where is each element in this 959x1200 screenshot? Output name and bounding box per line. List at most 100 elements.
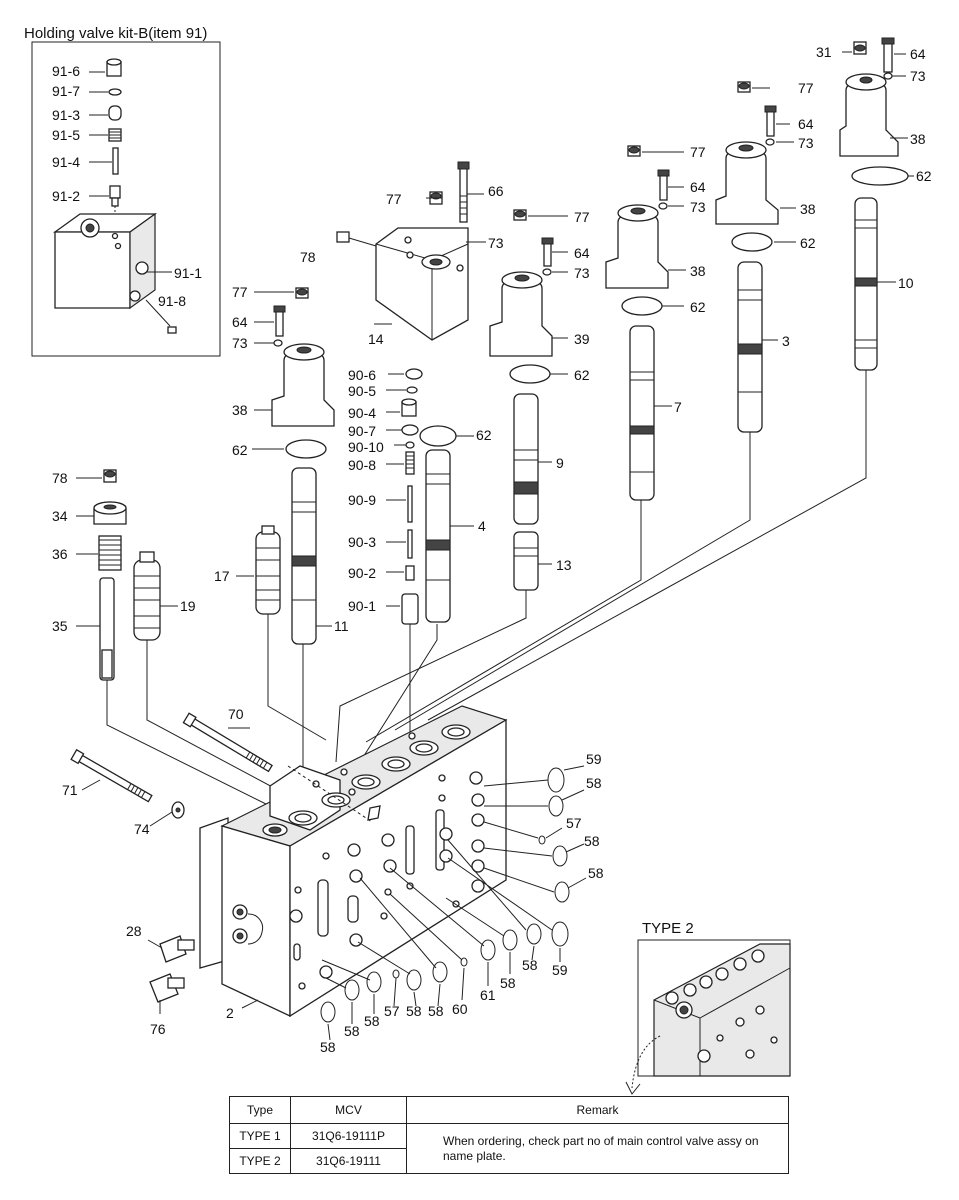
callout-62: 62 bbox=[800, 235, 816, 251]
callout-66: 66 bbox=[488, 183, 504, 199]
callout-34: 34 bbox=[52, 508, 68, 524]
callout-labels: 31 64 73 38 62 10 77 64 73 38 62 3 77 64… bbox=[52, 44, 932, 1055]
callout-58: 58 bbox=[522, 957, 538, 973]
bolts-and-plugs bbox=[70, 712, 273, 1014]
callout-62: 62 bbox=[476, 427, 492, 443]
spool-4-group bbox=[336, 161, 486, 623]
callout-7: 7 bbox=[674, 399, 682, 415]
callout-73: 73 bbox=[574, 265, 590, 281]
label-91-3: 91-3 bbox=[52, 107, 80, 123]
label-91-2: 91-2 bbox=[52, 188, 80, 204]
callout-71: 71 bbox=[62, 782, 78, 798]
callout-61: 61 bbox=[480, 987, 496, 1003]
spool-11-group bbox=[236, 287, 335, 645]
callout-58: 58 bbox=[586, 775, 602, 791]
mcv-cell: 31Q6-19111 bbox=[290, 1148, 407, 1174]
kit-title: Holding valve kit-B(item 91) bbox=[24, 25, 207, 42]
callout-73: 73 bbox=[690, 199, 706, 215]
callout-90-6: 90-6 bbox=[348, 367, 376, 383]
type2-title: TYPE 2 bbox=[642, 920, 694, 937]
callout-90-3: 90-3 bbox=[348, 534, 376, 550]
callout-64: 64 bbox=[690, 179, 706, 195]
callout-90-4: 90-4 bbox=[348, 405, 376, 421]
callout-62: 62 bbox=[232, 442, 248, 458]
kit-90-column bbox=[386, 368, 423, 625]
callout-64: 64 bbox=[910, 46, 926, 62]
callout-64: 64 bbox=[232, 314, 248, 330]
callout-14: 14 bbox=[368, 331, 384, 347]
callout-38: 38 bbox=[910, 131, 926, 147]
header-mcv: MCV bbox=[290, 1096, 407, 1124]
callout-39: 39 bbox=[574, 331, 590, 347]
callout-59: 59 bbox=[552, 962, 568, 978]
type-cell: TYPE 1 bbox=[229, 1123, 291, 1149]
callout-78: 78 bbox=[300, 249, 316, 265]
callout-90-7: 90-7 bbox=[348, 423, 376, 439]
spool-7-group bbox=[605, 145, 686, 501]
callout-38: 38 bbox=[800, 201, 816, 217]
spool-9-group bbox=[489, 209, 568, 591]
callout-77: 77 bbox=[574, 209, 590, 225]
label-91-4: 91-4 bbox=[52, 154, 80, 170]
callout-58: 58 bbox=[406, 1003, 422, 1019]
callout-64: 64 bbox=[798, 116, 814, 132]
callout-9: 9 bbox=[556, 455, 564, 471]
callout-58: 58 bbox=[320, 1039, 336, 1055]
header-type: Type bbox=[229, 1096, 291, 1124]
type-cell: TYPE 2 bbox=[229, 1148, 291, 1174]
remark-cell: When ordering, check part no of main con… bbox=[406, 1123, 789, 1174]
callout-58: 58 bbox=[500, 975, 516, 991]
callout-19: 19 bbox=[180, 598, 196, 614]
callout-28: 28 bbox=[126, 923, 142, 939]
callout-4: 4 bbox=[478, 518, 486, 534]
spool-3-group bbox=[715, 81, 796, 433]
callout-58: 58 bbox=[584, 833, 600, 849]
table-header-row: Type MCV Remark bbox=[229, 1096, 789, 1124]
type2-inset: TYPE 2 bbox=[625, 920, 791, 1095]
callout-17: 17 bbox=[214, 568, 230, 584]
callout-73: 73 bbox=[910, 68, 926, 84]
callout-90-10: 90-10 bbox=[348, 439, 384, 455]
callout-77: 77 bbox=[690, 144, 706, 160]
label-91-6: 91-6 bbox=[52, 63, 80, 79]
callout-62: 62 bbox=[574, 367, 590, 383]
relief-valves-group bbox=[76, 469, 178, 681]
mcv-cell: 31Q6-19111P bbox=[290, 1123, 407, 1149]
callout-58: 58 bbox=[588, 865, 604, 881]
callout-90-8: 90-8 bbox=[348, 457, 376, 473]
callout-70: 70 bbox=[228, 706, 244, 722]
callout-90-5: 90-5 bbox=[348, 383, 376, 399]
callout-77: 77 bbox=[232, 284, 248, 300]
callout-13: 13 bbox=[556, 557, 572, 573]
callout-77: 77 bbox=[798, 80, 814, 96]
callout-35: 35 bbox=[52, 618, 68, 634]
callout-31: 31 bbox=[816, 44, 832, 60]
callout-58: 58 bbox=[428, 1003, 444, 1019]
callout-38: 38 bbox=[690, 263, 706, 279]
callout-58: 58 bbox=[344, 1023, 360, 1039]
callout-2: 2 bbox=[226, 1005, 234, 1021]
callout-73: 73 bbox=[488, 235, 504, 251]
callout-57: 57 bbox=[566, 815, 582, 831]
label-91-1: 91-1 bbox=[174, 265, 202, 281]
label-91-7: 91-7 bbox=[52, 83, 80, 99]
spool-10-group bbox=[839, 37, 914, 371]
callout-76: 76 bbox=[150, 1021, 166, 1037]
label-91-5: 91-5 bbox=[52, 127, 80, 143]
callout-77: 77 bbox=[386, 191, 402, 207]
callout-10: 10 bbox=[898, 275, 914, 291]
callout-60: 60 bbox=[452, 1001, 468, 1017]
callout-74: 74 bbox=[134, 821, 150, 837]
callout-62: 62 bbox=[916, 168, 932, 184]
callout-90-2: 90-2 bbox=[348, 565, 376, 581]
callout-73: 73 bbox=[798, 135, 814, 151]
callout-73: 73 bbox=[232, 335, 248, 351]
main-valve-block bbox=[199, 705, 508, 1018]
callout-36: 36 bbox=[52, 546, 68, 562]
callout-78: 78 bbox=[52, 470, 68, 486]
callout-11: 11 bbox=[334, 618, 349, 634]
header-remark: Remark bbox=[406, 1096, 789, 1124]
o-rings-group bbox=[320, 765, 587, 1041]
callout-62: 62 bbox=[690, 299, 706, 315]
